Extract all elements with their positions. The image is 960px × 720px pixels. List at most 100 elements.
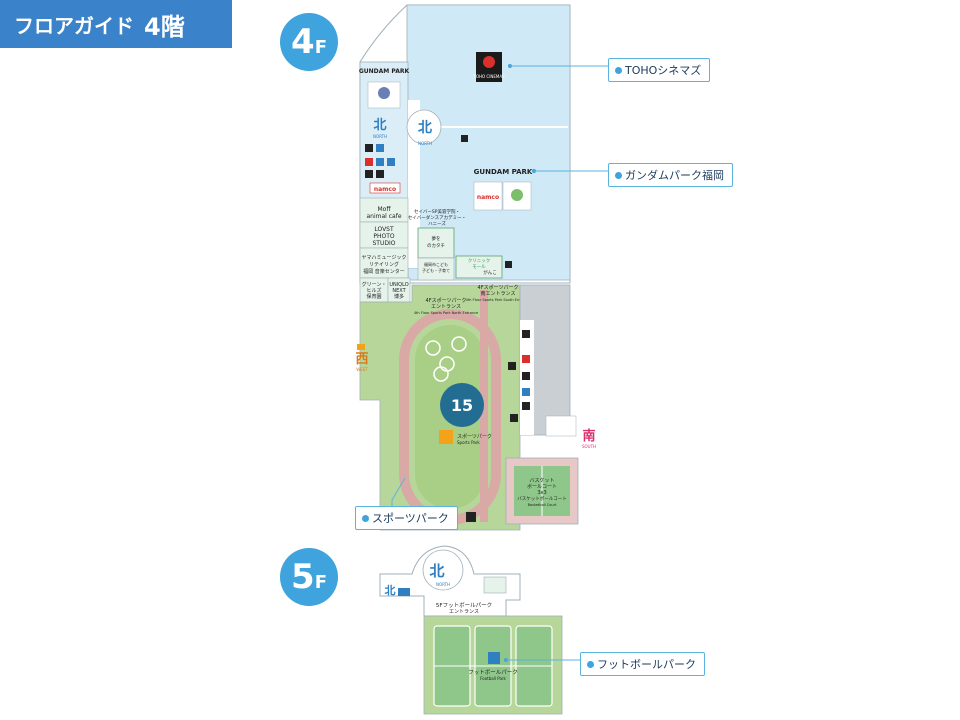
wheelchair-icon-2 [522,388,530,396]
north-en-5f: NORTH [436,582,450,587]
namco-left-text: namco [374,186,396,193]
yamaha-label-3: 福岡 音楽センター [363,268,405,275]
north-label-4f: 北 [418,120,432,136]
north-left-label: 北 [373,118,386,133]
south-label: 南 [582,428,595,444]
namco-left-logo[interactable] [369,182,401,194]
green-label-2: ヒルズ [366,287,381,294]
callout-gundam-park[interactable]: ガンダムパーク福岡 [608,163,733,187]
gundam-park-label-1: GUNDAM PARK [359,68,410,75]
basket-label-2: ボールコート [527,483,557,490]
sports-park-inline-label: スポーツパーク [457,433,492,440]
play-circle-1 [425,340,441,356]
football-park-icon [488,652,500,664]
north-circle-5f [422,549,464,591]
stairs-icon-4 [466,512,476,522]
elevator-icon-2 [522,372,530,380]
football-inline-1: フットボールパーク [468,668,518,676]
toho-logo-mark [483,56,495,68]
area-number-text: 15 [451,396,473,415]
sports-entrance-n-2: エントランス [431,304,461,310]
namco-logo-text: namco [477,194,499,201]
elevator-icon [365,144,373,152]
callout-football-park[interactable]: フットボールパーク [580,652,705,676]
sports-park-inline-en: Sports Park [457,440,480,445]
uniqlo-label-2: NEXT [392,288,406,294]
sports-entrance-s-1: 4Fスポーツパーク [478,284,519,291]
basket-label-5: Basketball Court [528,503,557,507]
callout-toho-cinemas[interactable]: TOHOシネマズ [608,58,711,82]
escalator-icon-3 [505,261,512,268]
west-gate-marker [357,344,365,350]
seiran-label-2: セイバーダンスアカデミー・ [408,214,466,221]
callout-dot-icon [615,66,622,74]
gundam-character-mark [511,189,523,201]
5f-small-shop[interactable] [483,576,507,594]
callout-sports-park[interactable]: スポーツパーク [355,506,458,530]
south-en: SOUTH [582,444,596,449]
shop-dream[interactable] [417,227,455,259]
stairs-icon-3 [510,414,518,422]
sports-entrance-n-3: 4th Floor Sports Park North Entrance [414,311,478,315]
seiran-label-3: ハニーズ [428,220,446,227]
stairs-icon [376,144,384,152]
lovst-label-3: STUDIO [373,240,396,247]
toho-logo-text: TOHO CINEMAS [472,74,505,79]
sports-entrance-s-2: 南エントランス [481,290,516,297]
floor-badge-5f: 5 F [280,548,338,606]
floor-guide-banner: フロアガイド 4階 [0,0,232,48]
callout-dot-icon [587,660,594,668]
gundam-park-label-2: GUNDAM PARK [474,168,533,176]
uniqlo-label-3: 博多 [394,293,404,300]
shop-dream-label-1: 夢を [432,235,441,242]
wheelchair-icon [376,158,384,166]
restroom-icon-2 [522,355,530,363]
basket-label-4: バスケットボールコート [517,495,566,502]
5f-entrance-1: 5Fフットボールパーク [436,601,492,609]
floor-4-number: 4 [291,22,315,62]
5f-entrance-2: エントランス [449,609,479,615]
kids-label-2: 子ども・子育て [422,267,450,273]
north-en-4f: NORTH [418,141,432,146]
escalator-icon [365,170,373,178]
callout-dot-icon [615,171,622,179]
moff-label: Moff [378,206,392,213]
basket-label-3: 3x3 [537,490,546,496]
5f-facility-icon [398,588,410,596]
clinic-label-1: クリニック [468,258,491,264]
banner-title: フロアガイド [14,13,134,38]
clinic-label-3: がんこ [483,269,497,276]
area-number-marker[interactable] [440,383,484,427]
lovst-label-2: PHOTO [373,233,395,240]
namco-logo-box[interactable] [473,181,503,211]
shop-dream-label-2: のカタチ [427,242,445,249]
shop-lovst[interactable] [359,221,409,249]
play-circle-2 [451,336,467,352]
lovst-label-1: LOVST [374,226,394,233]
stairs-icon-2 [508,362,516,370]
west-label: 西 [355,352,368,367]
callout-gundam-text: ガンダムパーク福岡 [625,169,724,182]
callout-sports-text: スポーツパーク [372,512,449,525]
green-label-3: 保育園 [366,293,381,300]
floor-5-number: 5 [291,557,315,597]
uniqlo-label-1: UNIQLO [389,282,408,288]
gundam-base-logo[interactable] [367,81,401,109]
shop-moff[interactable] [359,197,409,223]
escalator-icon-2 [461,135,468,142]
escalator-icon-4 [522,330,530,338]
shop-kids[interactable] [417,257,455,281]
north-small-5f: 北 [385,583,396,597]
moff-label-2: animal cafe [366,213,401,220]
callout-football-text: フットボールパーク [597,658,696,671]
football-inline-2: Football Park [480,676,506,681]
escalator-icon-5 [522,402,530,410]
north-label-5f: 北 [429,562,444,580]
south-gate-box [545,415,577,437]
basket-label-1: バスケット [529,477,554,484]
sports-park-icon [439,430,453,444]
shop-clinic[interactable] [455,255,503,279]
floor-4-unit: F [314,36,327,58]
gundam-base-mark [378,87,390,99]
